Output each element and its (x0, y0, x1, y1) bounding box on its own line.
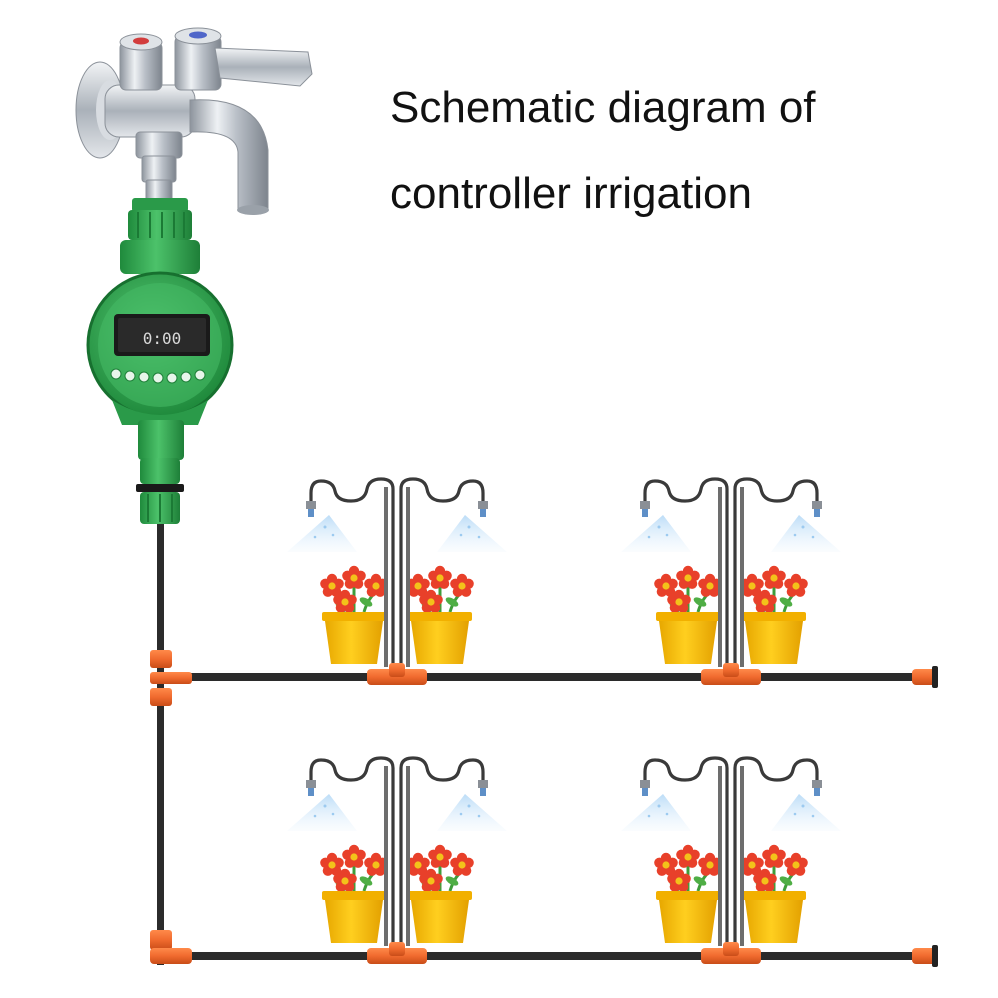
connector-icon (150, 930, 172, 950)
diagram-title-line-1: Schematic diagram of (390, 83, 816, 132)
main-pipes (157, 520, 928, 965)
sprinkler-group-row2-col1 (287, 758, 507, 964)
connector-icon (150, 650, 172, 668)
sprinkler-group-row1-col1 (287, 479, 507, 685)
pipe-connectors (150, 650, 938, 967)
sprinkler-group-row2-col2 (621, 758, 841, 964)
sprinkler-group-row1-col2 (621, 479, 841, 685)
faucet-icon (75, 27, 313, 215)
controller-display: 0:00 (143, 329, 182, 348)
end-cap-icon (912, 948, 936, 964)
diagram-title-line-2: controller irrigation (390, 169, 752, 218)
timer-controller-icon: 0:00 (86, 198, 234, 524)
end-cap-icon (912, 669, 936, 685)
